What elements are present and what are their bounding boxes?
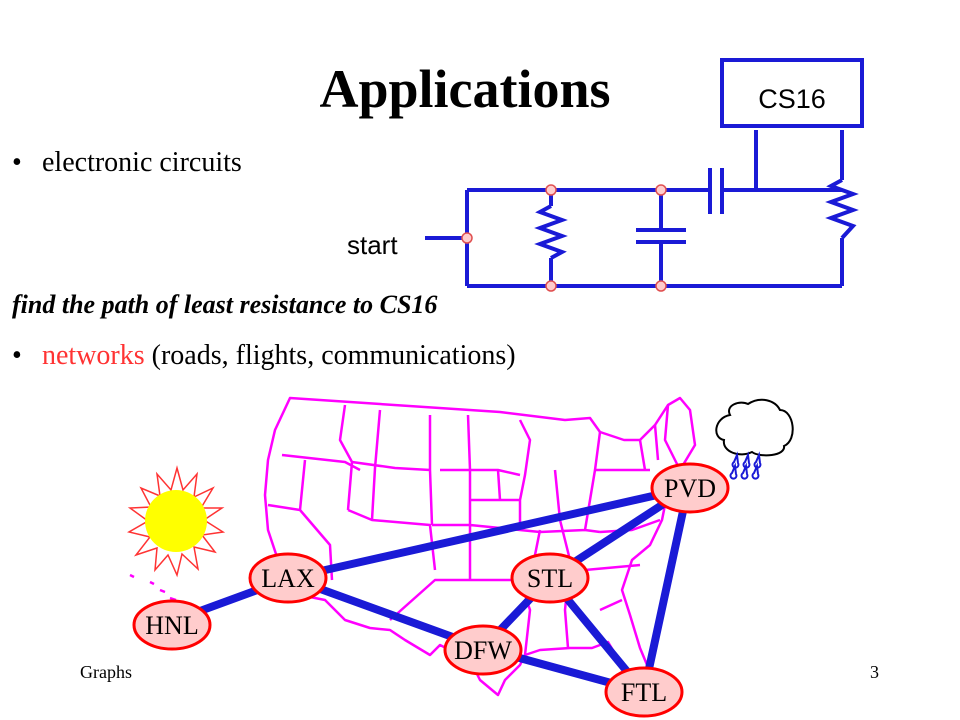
route-pvd-ftl	[640, 484, 692, 696]
rain-drops	[729, 451, 762, 480]
page-number: 3	[870, 662, 879, 682]
cs16-box: CS16	[720, 58, 864, 128]
resistor-2	[825, 178, 859, 240]
city-label-ftl: FTL	[621, 678, 667, 707]
circuit-diagram	[425, 130, 859, 288]
circuit-caption: find the path of least resistance to CS1…	[12, 290, 438, 319]
circuit-node	[655, 184, 667, 196]
circuit-node	[461, 232, 473, 244]
bullet-electronic-circuits: • electronic circuits	[12, 147, 242, 179]
bullet-text: electronic circuits	[42, 147, 242, 178]
city-label-stl: STL	[527, 564, 573, 593]
city-labels: PVD LAX STL HNL DFW FTL	[145, 474, 716, 707]
city-nodes	[132, 462, 730, 718]
city-node-ftl	[604, 666, 684, 718]
bullet-dot: •	[12, 147, 22, 178]
networks-word: networks	[42, 340, 145, 371]
sun-disc	[145, 490, 207, 552]
slide-title: Applications	[319, 59, 611, 119]
start-label: start	[347, 230, 398, 260]
city-label-hnl: HNL	[145, 611, 198, 640]
city-label-pvd: PVD	[664, 474, 716, 503]
footer-title: Graphs	[80, 662, 132, 682]
bullet-networks: • networks (roads, flights, communication…	[12, 340, 516, 372]
circuit-nodes	[461, 184, 667, 292]
hawaii-islands	[129, 573, 177, 602]
flight-routes	[166, 484, 692, 696]
city-node-dfw	[443, 624, 523, 676]
city-label-lax: LAX	[261, 564, 315, 593]
networks-rest: (roads, flights, communications)	[144, 340, 516, 371]
city-node-pvd	[650, 462, 730, 514]
resistor-1	[534, 204, 568, 260]
circuit-node	[655, 280, 667, 292]
sun-icon	[126, 465, 226, 578]
circuit-node	[545, 184, 557, 196]
bullet-dot: •	[12, 340, 22, 371]
circuit-node	[545, 280, 557, 292]
route-lax-pvd	[286, 484, 692, 582]
city-node-hnl	[132, 599, 212, 651]
rain-cloud-icon	[715, 398, 794, 480]
cloud-shape	[715, 398, 794, 457]
city-label-dfw: DFW	[454, 636, 512, 665]
city-node-lax	[248, 552, 328, 604]
city-node-stl	[510, 552, 590, 604]
